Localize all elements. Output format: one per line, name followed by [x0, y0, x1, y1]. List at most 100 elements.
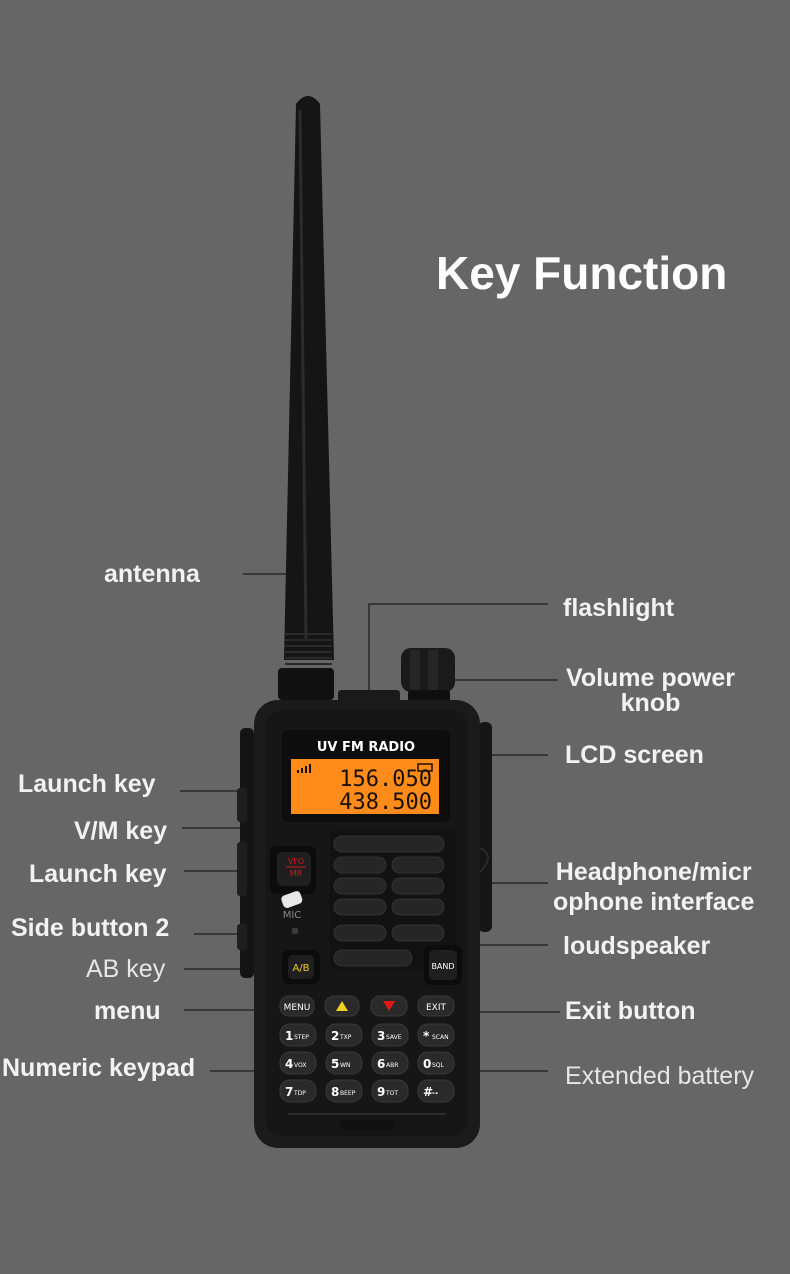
label-ab-key: AB key: [86, 955, 166, 983]
keypad-key-number: 9: [377, 1085, 385, 1099]
keypad-key[interactable]: *SCAN: [417, 1023, 455, 1047]
keypad-key-number: 8: [331, 1085, 339, 1099]
label-vm-key: V/M key: [74, 817, 168, 845]
launch-key-2: [237, 842, 247, 896]
launch-key-1: [237, 788, 247, 822]
keypad-key-cap: [279, 1023, 317, 1047]
keypad-key[interactable]: #⊶: [417, 1079, 455, 1103]
volume-power-knob: [401, 648, 455, 704]
label-flashlight: flashlight: [563, 594, 675, 622]
keypad-key-cap: [325, 1023, 363, 1047]
keypad-key-number: 0: [423, 1057, 431, 1071]
loudspeaker: [330, 830, 456, 970]
label-side-button-2: Side button 2: [11, 914, 170, 942]
mr-label: MR: [290, 869, 303, 878]
keypad-key-number: *: [423, 1029, 430, 1043]
keypad-key-function: ABR: [386, 1062, 398, 1069]
keypad-key-function: SAVE: [386, 1034, 402, 1041]
extended-battery: [340, 1120, 394, 1130]
exit-button[interactable]: EXIT: [417, 995, 455, 1017]
keypad-key-function: SCAN: [432, 1034, 449, 1041]
menu-label: MENU: [284, 1003, 311, 1013]
page-title: Key Function: [436, 247, 728, 299]
mic-hole: [292, 928, 298, 934]
label-launch-key-2: Launch key: [29, 860, 167, 888]
keypad-key-cap: [279, 1051, 317, 1075]
signal-icon: [297, 764, 311, 773]
label-numeric-keypad: Numeric keypad: [2, 1054, 196, 1082]
antenna: [278, 96, 334, 700]
exit-label: EXIT: [426, 1003, 447, 1013]
keypad-key-function: TDP: [293, 1090, 306, 1097]
label-menu: menu: [94, 997, 161, 1025]
lcd-display: [291, 759, 439, 814]
keypad-key-function: WN: [340, 1062, 350, 1069]
keypad-key-cap: [325, 1079, 363, 1103]
keypad-key-cap: [417, 1051, 455, 1075]
keypad-key-cap: [371, 1023, 409, 1047]
keypad-key-cap: [417, 1079, 455, 1103]
keypad-key-number: 5: [331, 1057, 339, 1071]
vm-key[interactable]: VFO MR: [270, 846, 316, 894]
ab-label: A/B: [292, 963, 309, 974]
keypad-key-cap: [325, 1051, 363, 1075]
keypad-key-function: STEP: [294, 1034, 309, 1041]
keypad-key-cap: [371, 1079, 409, 1103]
band-key[interactable]: BAND: [424, 945, 462, 985]
keypad-key-function: TXP: [339, 1034, 352, 1041]
vfo-label: VFO: [288, 857, 304, 866]
keypad-key-number: 2: [331, 1029, 339, 1043]
down-arrow-icon: [383, 1001, 395, 1011]
label-extended-battery: Extended battery: [565, 1062, 755, 1090]
label-volume-power-knob: Volume power knob: [566, 666, 735, 716]
keypad-key-number: #: [423, 1085, 433, 1099]
band-label: BAND: [431, 962, 454, 971]
label-antenna: antenna: [104, 560, 200, 588]
down-arrow-button[interactable]: [370, 995, 408, 1017]
side-button-2: [237, 924, 247, 950]
menu-button[interactable]: MENU: [279, 995, 315, 1017]
keypad-key-function: TOT: [385, 1090, 398, 1097]
label-headphone-line-1: Headphone/micr: [555, 858, 752, 886]
label-lcd-screen: LCD screen: [565, 741, 704, 769]
keypad-key-cap: [371, 1051, 409, 1075]
keypad-key-number: 7: [285, 1085, 293, 1099]
battery-icon: [417, 763, 433, 772]
up-arrow-icon: [336, 1001, 348, 1011]
lcd-frequency-b: 438.500: [339, 790, 432, 815]
label-headphone-line-2: ophone interface: [553, 888, 755, 916]
lcd-screen: UV FM RADIO 156.050 438.500: [282, 730, 450, 822]
label-loudspeaker: loudspeaker: [563, 932, 711, 960]
label-exit-button: Exit button: [565, 997, 696, 1025]
label-headphone-interface: Headphone/micr ophone interface: [553, 857, 754, 917]
label-launch-key-1: Launch key: [18, 770, 156, 798]
keypad-key-function: SQL: [432, 1062, 445, 1069]
keypad-key-function: ⊶: [432, 1090, 438, 1097]
keypad-key-cap: [279, 1079, 317, 1103]
label-volume-line-2: knob: [620, 689, 681, 717]
mic-label: MIC: [283, 910, 302, 921]
lcd-frequency-a: 156.050: [339, 767, 432, 792]
keypad-key-number: 1: [285, 1029, 293, 1043]
ab-key[interactable]: A/B: [282, 950, 320, 984]
flashlight-button[interactable]: [280, 890, 303, 909]
keypad-key-number: 6: [377, 1057, 385, 1071]
keypad-key-number: 4: [285, 1057, 293, 1071]
keypad-key-function: VOX: [294, 1062, 306, 1069]
keypad-key-function: BEEP: [340, 1090, 356, 1097]
panel-label: UV FM RADIO: [317, 740, 415, 755]
up-arrow-button[interactable]: [324, 995, 360, 1017]
